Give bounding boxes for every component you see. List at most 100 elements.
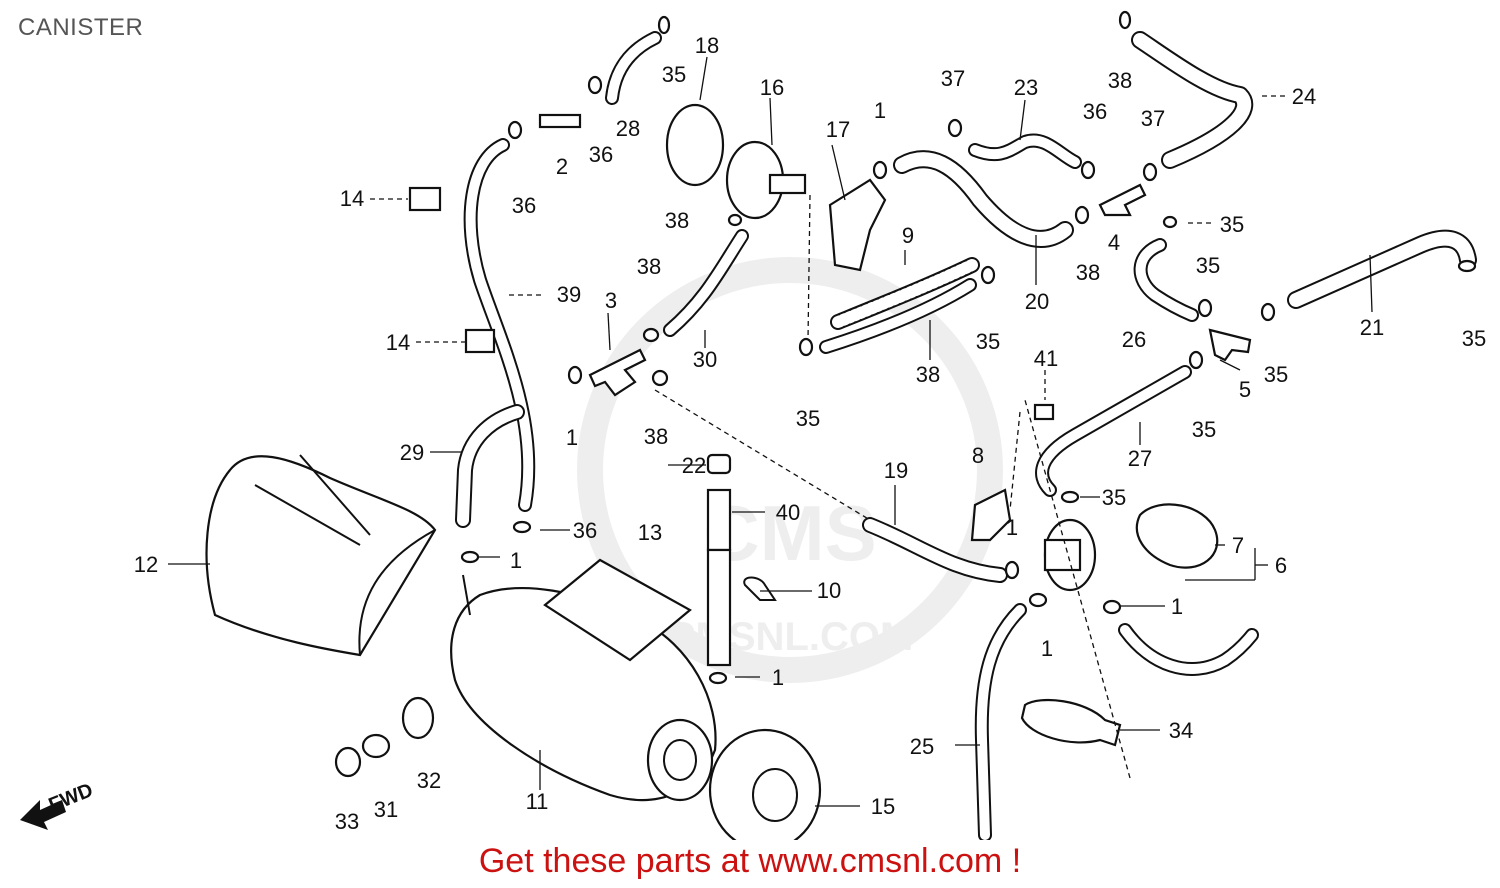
clip-14-bottom — [464, 328, 496, 354]
callout-label: 36 — [573, 518, 597, 543]
callout-label: 15 — [871, 794, 895, 819]
callout-label: 1 — [874, 98, 886, 123]
t-joint — [588, 348, 647, 397]
cap-22 — [706, 453, 732, 475]
callout-label: 36 — [589, 142, 613, 167]
clamp-ring — [665, 103, 725, 187]
callout-label: 35 — [1462, 326, 1486, 351]
callout-label: 35 — [1192, 417, 1216, 442]
callout-label: 21 — [1360, 315, 1384, 340]
callout-label: 36 — [512, 193, 536, 218]
bolt-42 — [1033, 403, 1055, 421]
callout-label: 28 — [616, 116, 640, 141]
callout-label: 17 — [826, 117, 850, 142]
footer-link-text[interactable]: Get these parts at www.cmsnl.com ! — [478, 842, 1022, 880]
callout-label: 1 — [1041, 636, 1053, 661]
callout-label: 18 — [695, 33, 719, 58]
clip-14-top — [408, 186, 442, 212]
hoses — [455, 31, 1477, 840]
callout-label: 39 — [557, 282, 581, 307]
callout-label: 41 — [1034, 346, 1058, 371]
nut-33 — [334, 746, 362, 778]
heat-shield — [205, 454, 437, 657]
callout-label: 7 — [1232, 533, 1244, 558]
callout-label: 38 — [1108, 68, 1132, 93]
callout-labels: 1 1 1 1 1 1 1 2 3 4 5 6 7 8 9 10 11 12 1… — [134, 33, 1486, 834]
callout-label: 38 — [637, 254, 661, 279]
callout-label: 37 — [1141, 106, 1165, 131]
rubber-ring — [1135, 503, 1219, 569]
callout-label: 38 — [644, 424, 668, 449]
hose-bracket — [970, 488, 1012, 542]
callout-label: 36 — [1083, 99, 1107, 124]
callout-label: 4 — [1108, 230, 1120, 255]
valve-bracket — [828, 178, 887, 272]
clip-10 — [743, 576, 777, 601]
callout-label: 37 — [941, 66, 965, 91]
callout-label: 35 — [796, 406, 820, 431]
parts: FWD — [20, 103, 1252, 840]
callout-label: 38 — [665, 208, 689, 233]
grommet-32 — [401, 696, 435, 740]
callout-label: 13 — [638, 520, 662, 545]
callout-label: 27 — [1128, 446, 1152, 471]
watermark-text: CMSNL.COM — [667, 615, 914, 659]
svg-text:CMS: CMS — [703, 489, 876, 577]
callout-label: 40 — [776, 500, 800, 525]
valve — [725, 140, 807, 220]
callout-label: 14 — [340, 186, 364, 211]
parts-diagram: CMS CMSNL.COM — [20, 10, 1486, 840]
callout-label: 16 — [760, 75, 784, 100]
callout-label: 6 — [1275, 553, 1287, 578]
callout-label: 32 — [417, 768, 441, 793]
callout-label: 20 — [1025, 289, 1049, 314]
small-clamps — [460, 10, 1477, 685]
callout-label: 24 — [1292, 84, 1316, 109]
callout-label: 25 — [910, 734, 934, 759]
callout-label: 30 — [693, 347, 717, 372]
control-valve — [1043, 518, 1097, 592]
callout-label: 10 — [817, 578, 841, 603]
washer-31 — [361, 733, 391, 759]
callout-label: 38 — [1076, 260, 1100, 285]
callout-label: 22 — [682, 453, 706, 478]
callout-label: 14 — [386, 330, 410, 355]
mounting-bracket — [543, 558, 692, 662]
bolt-2 — [538, 113, 582, 129]
callout-label: 1 — [510, 548, 522, 573]
callout-label: 19 — [884, 458, 908, 483]
callout-label: 12 — [134, 552, 158, 577]
callout-label: 33 — [335, 809, 359, 834]
t-joint-5 — [1208, 328, 1252, 362]
callout-label: 31 — [374, 797, 398, 822]
fwd-arrow-icon: FWD — [20, 779, 96, 830]
callout-label: 38 — [916, 362, 940, 387]
callout-label: 8 — [972, 443, 984, 468]
callout-label: 35 — [1264, 362, 1288, 387]
callout-label: 35 — [662, 62, 686, 87]
callout-label: 26 — [1122, 327, 1146, 352]
watermark-logo: CMS CMSNL.COM — [577, 257, 1003, 683]
callout-label: 1 — [566, 425, 578, 450]
callout-label: 3 — [605, 288, 617, 313]
callout-label: 1 — [1171, 594, 1183, 619]
callout-label: 35 — [1196, 253, 1220, 278]
callout-label: 5 — [1239, 377, 1251, 402]
callout-label: 2 — [556, 154, 568, 179]
callout-label: 29 — [400, 440, 424, 465]
callout-label: 11 — [526, 789, 549, 814]
callout-label: 9 — [902, 223, 914, 248]
leader-lines — [168, 56, 1373, 807]
callout-label: 1 — [1006, 515, 1018, 540]
fwd-label: FWD — [46, 779, 96, 816]
callout-label: 23 — [1014, 75, 1038, 100]
callout-label: 34 — [1169, 718, 1193, 743]
band-clamp — [1020, 698, 1122, 747]
callout-label: 35 — [1220, 212, 1244, 237]
t-joint-4 — [1098, 183, 1147, 217]
diagram-title: CANISTER — [18, 14, 144, 41]
canister-cap — [708, 728, 822, 840]
callout-label: 1 — [772, 665, 784, 690]
callout-label: 35 — [976, 329, 1000, 354]
callout-label: 35 — [1102, 485, 1126, 510]
